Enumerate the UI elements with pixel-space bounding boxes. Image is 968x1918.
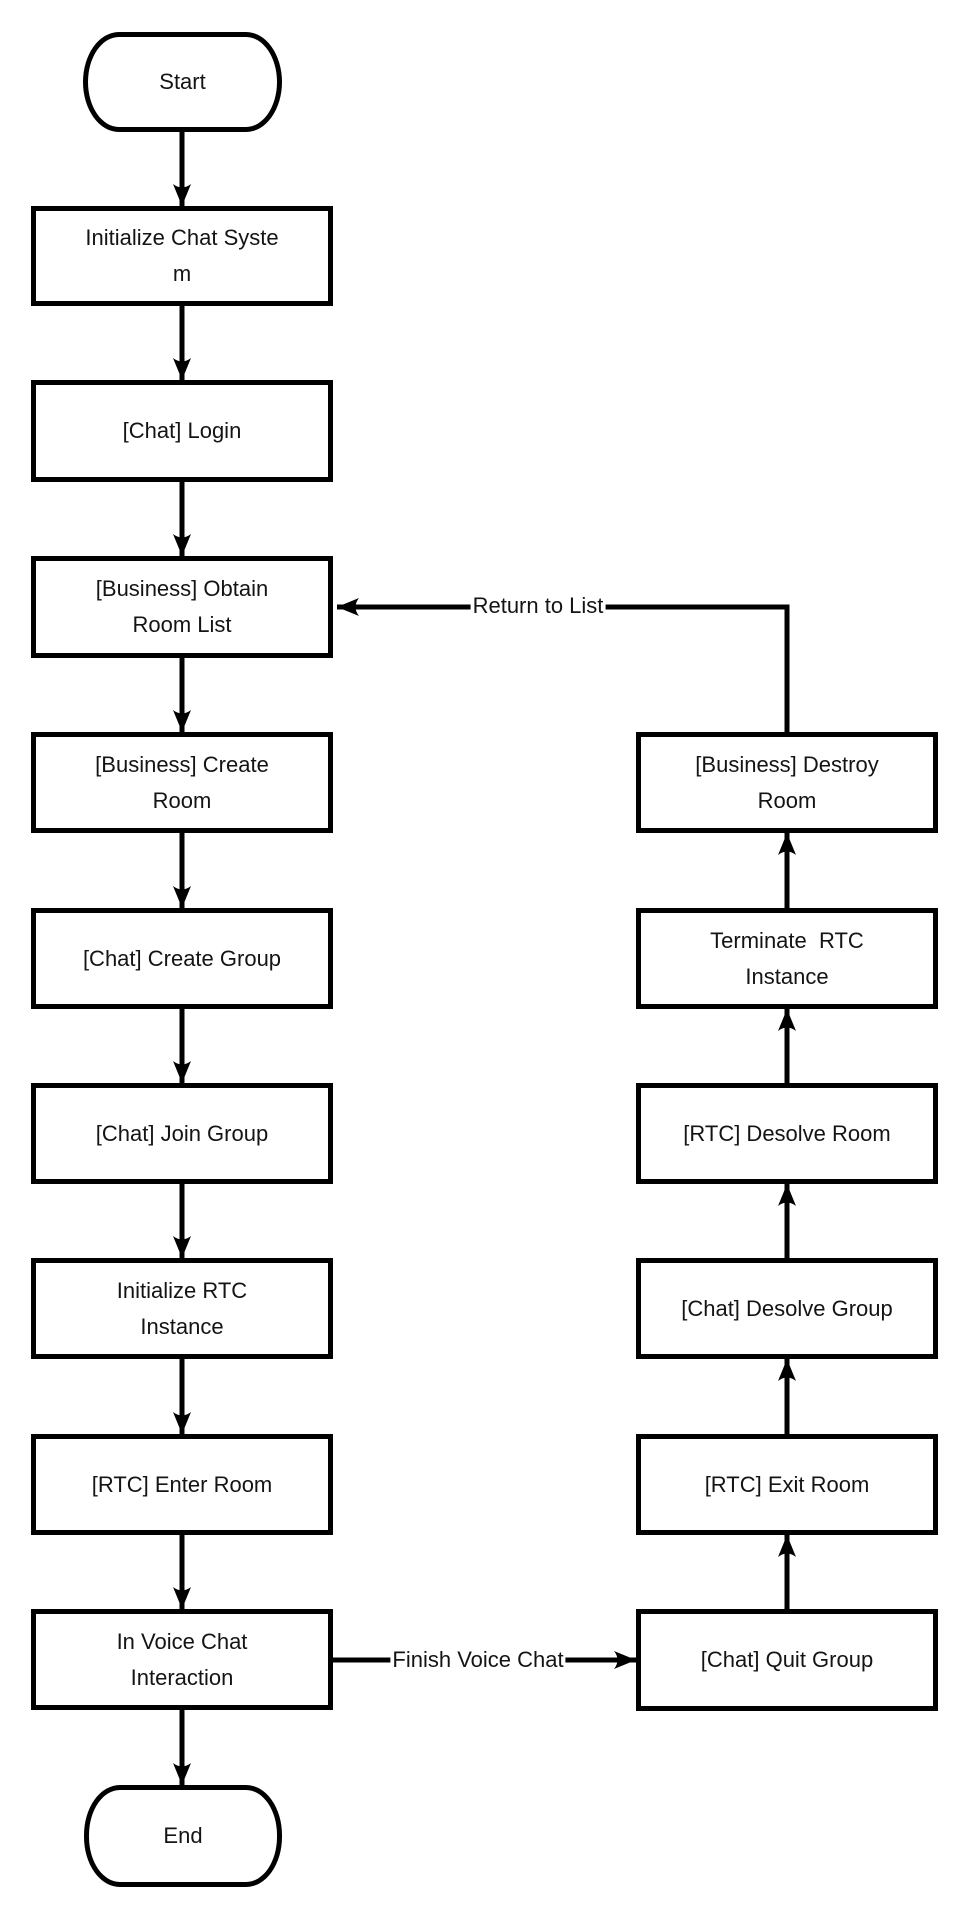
node-rtc-exit-room-label: [RTC] Exit Room	[704, 1471, 870, 1497]
node-terminate-rtc-instance-label: Terminate RTC Instance	[710, 927, 864, 989]
edge-destroy-room-to-obtain-list	[337, 598, 790, 732]
node-chat-create-group: [Chat] Create Group	[31, 908, 333, 1009]
node-in-voice-chat-interaction: In Voice Chat Interaction	[31, 1609, 333, 1710]
node-chat-login-label: [Chat] Login	[122, 418, 242, 443]
node-rtc-desolve-room: [RTC] Desolve Room	[636, 1083, 938, 1184]
node-chat-quit-group-label: [Chat] Quit Group	[700, 1647, 874, 1672]
node-create-room: [Business] Create Room	[31, 732, 333, 833]
node-create-room-label: [Business] Create Room	[95, 751, 269, 813]
node-rtc-enter-room-label: [RTC] Enter Room	[91, 1471, 273, 1497]
node-end: End	[84, 1785, 282, 1887]
node-rtc-desolve-room-label: [RTC] Desolve Room	[683, 1120, 891, 1146]
node-chat-join-group: [Chat] Join Group	[31, 1083, 333, 1184]
node-obtain-room-list: [Business] Obtain Room List	[31, 556, 333, 658]
node-start: Start	[83, 32, 282, 132]
node-chat-desolve-group: [Chat] Desolve Group	[636, 1258, 938, 1359]
node-rtc-enter-room: [RTC] Enter Room	[31, 1434, 333, 1535]
node-destroy-room: [Business] Destroy Room	[636, 732, 938, 833]
node-obtain-room-list-label: [Business] Obtain Room List	[95, 576, 269, 637]
node-initialize-chat-system: Initialize Chat Syste m	[31, 206, 333, 306]
node-chat-create-group-label: [Chat] Create Group	[82, 945, 282, 971]
node-terminate-rtc-instance: Terminate RTC Instance	[636, 908, 938, 1009]
node-chat-desolve-group-label: [Chat] Desolve Group	[681, 1295, 893, 1321]
node-start-label: Start	[159, 69, 206, 94]
edge-label-return-to-list: Return to List	[470, 593, 606, 619]
node-end-label: End	[163, 1823, 203, 1848]
node-initialize-rtc-instance-label: Initialize RTC Instance	[116, 1277, 248, 1339]
node-chat-join-group-label: [Chat] Join Group	[95, 1120, 269, 1146]
node-initialize-rtc-instance: Initialize RTC Instance	[31, 1258, 333, 1359]
node-initialize-chat-system-label: Initialize Chat Syste m	[85, 225, 279, 286]
edge-label-finish-voice-chat: Finish Voice Chat	[390, 1647, 566, 1673]
node-chat-quit-group: [Chat] Quit Group	[636, 1609, 938, 1711]
node-in-voice-chat-interaction-label: In Voice Chat Interaction	[116, 1628, 248, 1690]
node-rtc-exit-room: [RTC] Exit Room	[636, 1434, 938, 1535]
node-destroy-room-label: [Business] Destroy Room	[695, 751, 879, 813]
node-chat-login: [Chat] Login	[31, 380, 333, 482]
